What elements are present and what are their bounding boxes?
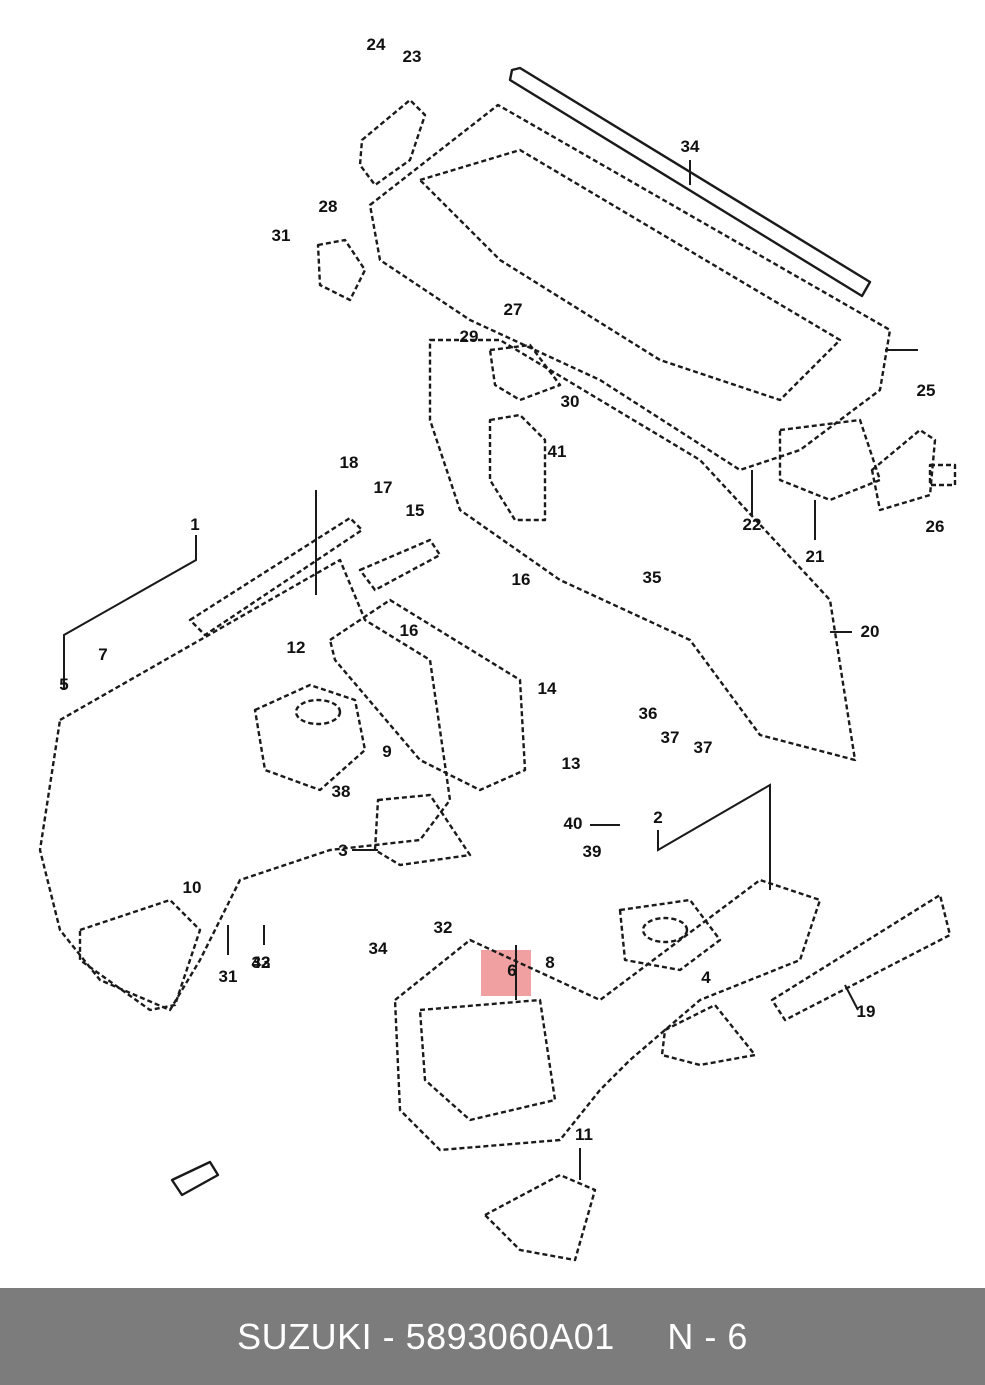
gap — [615, 1316, 668, 1358]
part-26-bracket — [870, 428, 937, 512]
callout-20: 20 — [861, 622, 880, 641]
part-1-strut-hole — [294, 698, 342, 726]
highlight-box — [481, 950, 531, 996]
part-21-inner — [418, 148, 842, 402]
part-10-lower — [78, 898, 202, 1012]
callout-15: 15 — [406, 501, 425, 520]
callout-9: 9 — [382, 742, 391, 761]
part-35-strip — [508, 66, 872, 298]
part-3-bracket — [373, 793, 472, 867]
callout-37: 37 — [661, 728, 680, 747]
part-27-clip — [928, 463, 957, 487]
part-1-strut-tower — [253, 683, 367, 792]
part-28-bracket — [488, 343, 562, 402]
callout-34: 34 — [681, 137, 700, 156]
footer-bar: SUZUKI - 5893060A01 N - 6 — [0, 1288, 985, 1385]
callout-34: 34 — [369, 939, 388, 958]
leader-lines — [63, 160, 918, 1180]
callout-36: 36 — [639, 704, 658, 723]
callout-37: 37 — [694, 738, 713, 757]
callout-21: 21 — [806, 547, 825, 566]
front-arrow-icon — [170, 1160, 220, 1197]
callout-32: 32 — [434, 918, 453, 937]
part-20-dash-panel — [428, 338, 857, 762]
part-2-apron-right — [393, 878, 822, 1152]
part-24-bracket — [358, 98, 427, 187]
callout-3: 3 — [338, 841, 347, 860]
exploded-view-drawing: 1234567891011121314151616171819202122232… — [38, 35, 957, 1262]
part-2-inner-frame — [418, 998, 557, 1122]
callout-10: 10 — [183, 878, 202, 897]
separator: - — [372, 1315, 406, 1357]
callout-22: 22 — [743, 515, 762, 534]
part-4-bracket — [660, 1003, 757, 1067]
callout-40: 40 — [564, 814, 583, 833]
callout-25: 25 — [917, 381, 936, 400]
callout-30: 30 — [561, 392, 580, 411]
callout-11: 11 — [575, 1125, 593, 1144]
callout-4: 4 — [701, 968, 711, 987]
callout-14: 14 — [538, 679, 557, 698]
part-29-plate — [316, 238, 367, 302]
callout-29: 29 — [460, 327, 479, 346]
callout-6: 6 — [507, 961, 516, 980]
callout-1: 1 — [190, 515, 199, 534]
part-number: 5893060A01 — [405, 1315, 615, 1357]
callout-5: 5 — [59, 675, 68, 694]
footer-caption: SUZUKI - 5893060A01 N - 6 — [237, 1316, 748, 1358]
part-2-strut-tower — [618, 898, 722, 972]
callout-2: 2 — [653, 808, 662, 827]
callout-19: 19 — [857, 1002, 876, 1021]
callout-7: 7 — [98, 645, 107, 664]
callout-41: 41 — [548, 442, 567, 461]
callout-27: 27 — [504, 300, 523, 319]
part-22-bracket — [778, 418, 882, 502]
callout-24: 24 — [367, 35, 386, 54]
callout-17: 17 — [374, 478, 393, 497]
callout-35: 35 — [643, 568, 662, 587]
part-1-apron-left — [38, 558, 452, 1012]
callout-12: 12 — [287, 638, 306, 657]
part-21-cowl-panel — [368, 103, 892, 472]
callout-8: 8 — [545, 953, 554, 972]
callout-23: 23 — [403, 47, 422, 66]
brand-name: SUZUKI — [237, 1315, 373, 1357]
callout-labels: 1234567891011121314151616171819202122232… — [59, 35, 944, 1144]
part-42-support — [488, 413, 547, 522]
callout-31: 31 — [219, 967, 238, 986]
part-12-panel — [328, 598, 527, 792]
callout-39: 39 — [583, 842, 602, 861]
callout-31: 31 — [272, 226, 291, 245]
callout-16: 16 — [400, 621, 419, 640]
diagram-reference: N - 6 — [667, 1315, 748, 1357]
part-2-strut-hole — [641, 916, 689, 944]
callout-18: 18 — [340, 453, 359, 472]
part-18-rail — [188, 516, 364, 637]
callout-28: 28 — [319, 197, 338, 216]
callout-13: 13 — [562, 754, 581, 773]
callout-38: 38 — [332, 782, 351, 801]
part-11-lower — [483, 1173, 597, 1262]
part-19-rail — [770, 893, 952, 1022]
part-15-bracket — [358, 538, 442, 592]
callout-42: 42 — [252, 953, 271, 972]
callout-26: 26 — [926, 517, 945, 536]
callout-16: 16 — [512, 570, 531, 589]
callout-33: 33 — [252, 953, 271, 972]
